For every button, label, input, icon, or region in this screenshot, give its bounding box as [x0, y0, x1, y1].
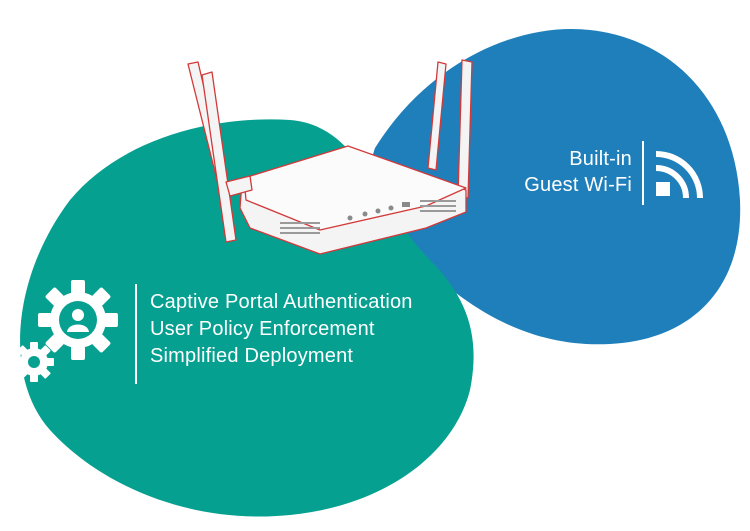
antenna-mount [225, 175, 253, 197]
antenna-right-front [457, 59, 473, 199]
guest-wifi-line-1: Built-in [569, 148, 632, 170]
guest-wifi-line-2: Guest Wi-Fi [524, 174, 632, 196]
right-divider [642, 141, 644, 205]
access-point-device [187, 59, 473, 255]
user-gear-icon [16, 280, 118, 382]
antenna-left-front [201, 71, 237, 243]
feature-list: Captive Portal Authentication User Polic… [150, 289, 413, 370]
wifi-icon [655, 151, 703, 199]
vent-grille [280, 200, 456, 234]
status-leds [347, 202, 410, 221]
feature-captive-portal: Captive Portal Authentication [150, 291, 413, 313]
feature-user-policy: User Policy Enforcement [150, 318, 375, 340]
feature-simplified-deployment: Simplified Deployment [150, 345, 354, 367]
left-divider [135, 284, 137, 384]
antenna-right-back [427, 61, 447, 171]
guest-wifi-label: Built-in Guest Wi-Fi [524, 146, 632, 198]
